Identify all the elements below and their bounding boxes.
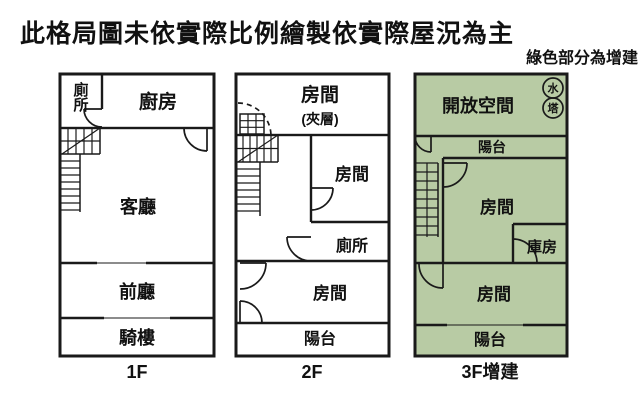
floor-1f-outline — [58, 72, 216, 358]
room-label-room-middle-3f: 房間 — [480, 197, 514, 217]
door-room-lower-2f-b — [239, 300, 263, 324]
door-room-upper-2f — [310, 187, 334, 211]
staircase-2f — [236, 134, 279, 216]
room-label-toilet-1f: 廁所 — [72, 81, 89, 113]
room-label-balcony-2f: 陽台 — [304, 329, 336, 348]
interior-walls-1f — [60, 261, 214, 320]
door-room-middle-3f — [442, 162, 468, 188]
door-kitchen-1f — [183, 127, 208, 152]
floor-plan-3f: 開放空間 水 塔 陽台 房間 庫房 房間 陽台 3F增建 — [413, 72, 569, 382]
staircase-1f — [60, 127, 101, 212]
door-storage-3f — [512, 238, 538, 264]
room-label-room-lower-2f: 房間 — [313, 283, 347, 303]
page-title: 此格局圖未依實際比例繪製依實際屋況為主 — [20, 19, 514, 48]
floor-label-2f: 2F — [301, 362, 322, 382]
floor-plan-1f: 廁所 廚房 客廳 前廳 騎樓 1F — [58, 72, 216, 382]
room-label-room-upper-2f: 房間 — [335, 164, 369, 184]
room-label-front-hall: 前廳 — [119, 281, 155, 302]
floor-plan-2f: 房間 (夾層) 房間 廁所 房間 陽台 2F — [234, 72, 391, 382]
floor-label-3f: 3F增建 — [461, 361, 518, 382]
floor-1f-background — [60, 74, 214, 356]
door-room-lower-3f — [418, 263, 444, 289]
mezzanine-access-dashed-arc — [237, 102, 272, 137]
floor-2f-outline — [234, 72, 391, 358]
water-circle-label: 水 — [548, 81, 560, 95]
room-label-living-room: 客廳 — [120, 196, 156, 217]
legend-note: 綠色部分為增建 — [526, 48, 638, 67]
room-label-mezzanine-room: 房間 — [301, 83, 339, 106]
room-label-toilet-2f: 廁所 — [336, 236, 368, 255]
door-toilet-1f — [83, 108, 103, 128]
room-label-arcade: 騎樓 — [119, 327, 155, 348]
room-label-storage: 庫房 — [527, 238, 557, 256]
ladder-icon — [239, 113, 265, 135]
tower-circle-label: 塔 — [548, 101, 560, 115]
water-tower-icon — [542, 77, 564, 119]
room-label-balcony-lower-3f: 陽台 — [474, 330, 506, 349]
door-room-lower-2f-a — [239, 262, 267, 290]
staircase-3f — [415, 162, 439, 237]
room-label-kitchen: 廚房 — [139, 90, 177, 113]
floor-label-1f: 1F — [126, 362, 147, 382]
floor-3f-outline — [413, 72, 569, 358]
room-label-mezzanine-suffix: (夾層) — [301, 111, 338, 127]
room-label-open-space: 開放空間 — [442, 95, 514, 116]
room-label-room-lower-3f: 房間 — [477, 284, 511, 304]
addition-area-3f — [415, 74, 567, 356]
interior-walls-3f — [415, 134, 567, 327]
room-label-balcony-upper-3f: 陽台 — [478, 139, 506, 155]
door-toilet-2f — [286, 236, 312, 262]
